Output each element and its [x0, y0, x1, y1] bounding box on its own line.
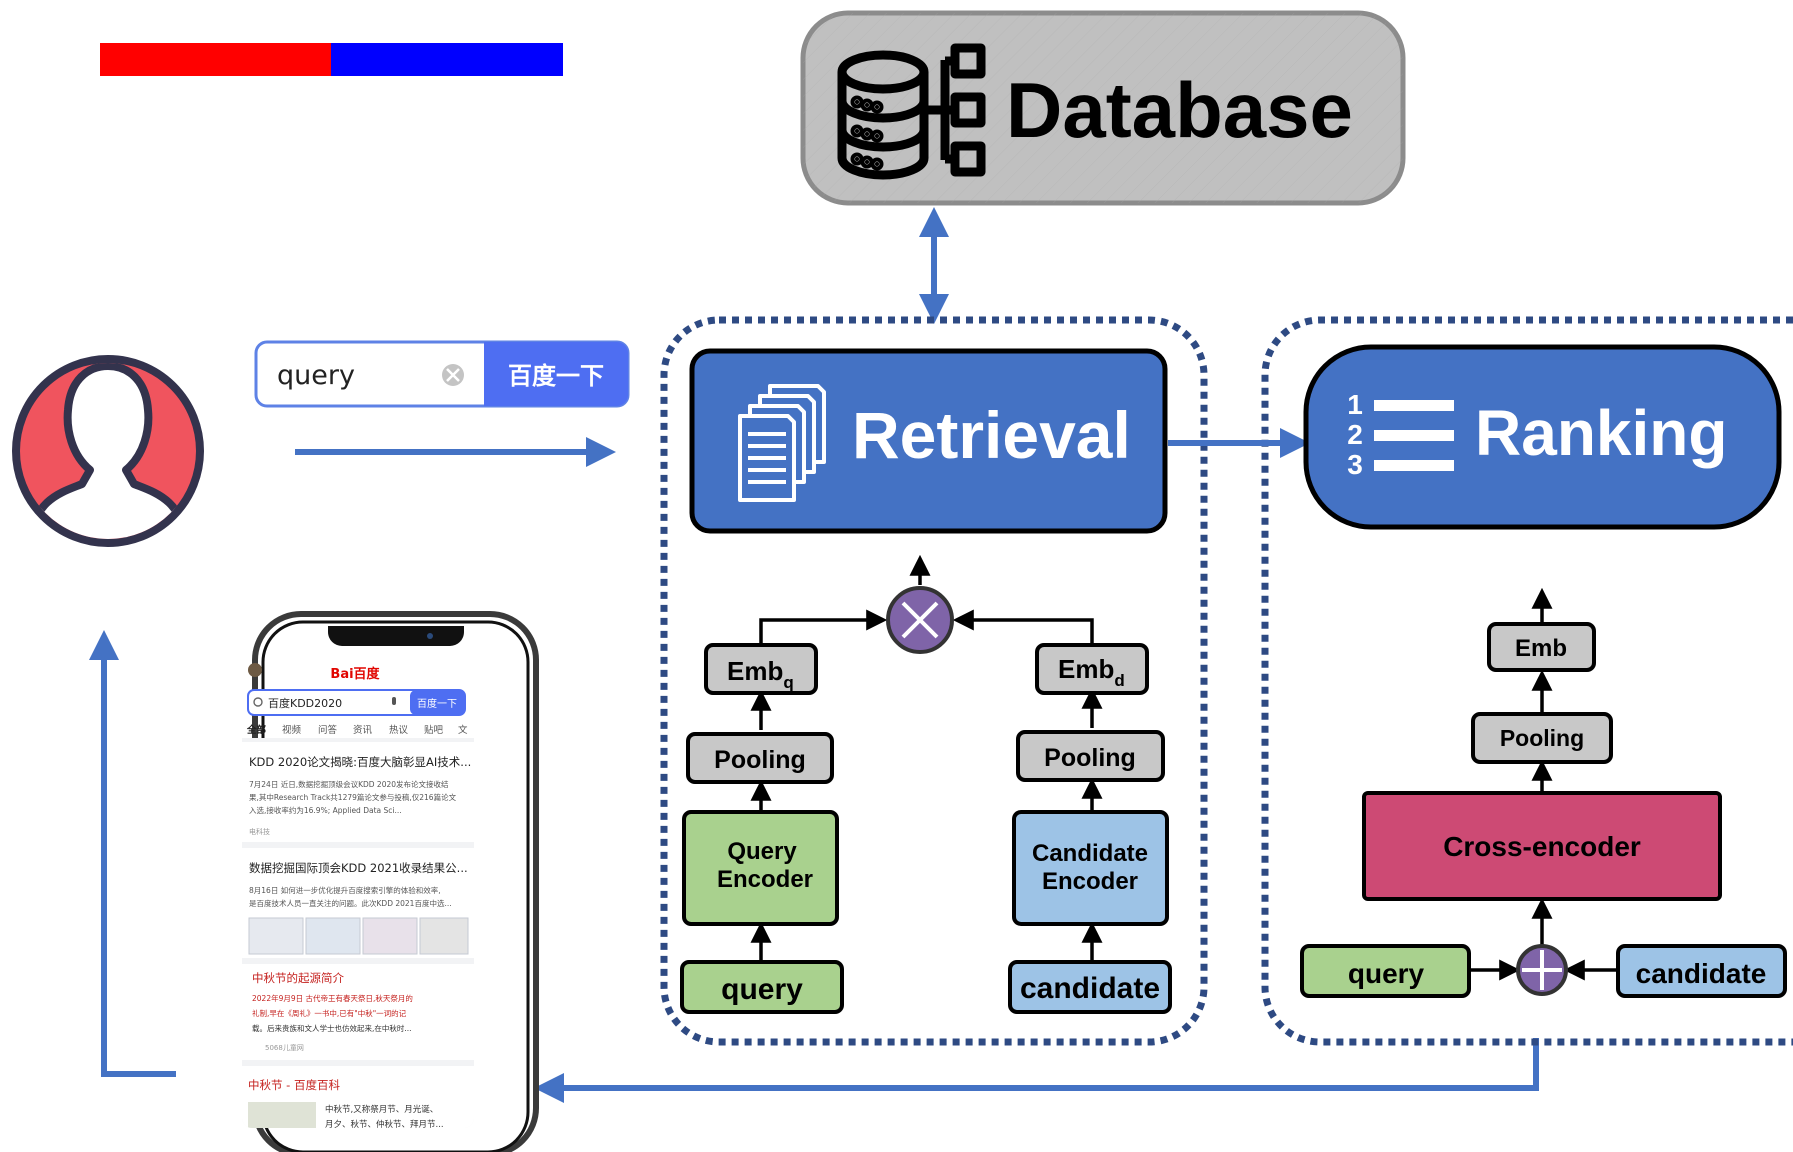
emb-d-label: Embd [1058, 654, 1125, 690]
database-node: Database [800, 10, 1406, 206]
result-snippet: 中秋节,又称祭月节、月光诞、 [325, 1104, 438, 1115]
ranking-candidate-input-label: candidate [1636, 958, 1767, 989]
pooling-right-box [1016, 730, 1165, 782]
result-snippet: 2022年9月9日 古代帝王有春天祭日,秋天祭月的 [252, 993, 413, 1003]
concat-operator [1516, 944, 1568, 996]
phone-tab-2[interactable]: 问答 [318, 724, 338, 736]
ranking-emb-box [1487, 622, 1596, 672]
phone-search-icon [253, 697, 263, 707]
color-bar [100, 43, 563, 76]
candidate-encoder-label-2: Encoder [1042, 868, 1138, 895]
retrieval-candidate-input-box [1008, 960, 1172, 1014]
ranking-title: Ranking [1475, 397, 1727, 469]
red-bar-segment [100, 43, 331, 76]
phone-tab-5[interactable]: 贴吧 [424, 724, 444, 736]
blue-bar-segment [331, 43, 563, 76]
candidate-encoder-label-1: Candidate [1032, 840, 1148, 867]
retrieval-candidate-input-label: candidate [1020, 972, 1160, 1005]
rank-number-3: 3 [1347, 449, 1363, 480]
user-avatar [12, 355, 204, 547]
retrieval-query-input-label: query [721, 973, 803, 1006]
query-encoder-label-2: Encoder [717, 866, 813, 893]
ranking-node: 1 2 3 Ranking [1303, 344, 1782, 530]
ranking-group [1261, 316, 1793, 1046]
documents-icon [738, 384, 826, 502]
cross-encoder-label: Cross-encoder [1443, 831, 1641, 862]
result-card[interactable]: 中秋节 - 百度百科 中秋节,又称祭月节、月光诞、 月夕、秋节、仲秋节、拜月节.… [242, 1066, 474, 1136]
ranking-internals: Emb Pooling Cross-encoder query candidat… [1300, 587, 1787, 998]
phone-mockup: Bai百度 百度KDD2020 百度一下 全部 视频 问答 资讯 热议 贴吧 文… [242, 611, 539, 1152]
phone-tab-0[interactable]: 全部 [246, 724, 267, 736]
ranking-pooling-label: Pooling [1500, 725, 1584, 751]
result-snippet: 是百度技术人员一直关注的问题。此次KDD 2021百度中选... [249, 898, 452, 908]
result-snippet: 载。后来贵族和文人学士也仿效起来,在中秋时... [252, 1023, 412, 1033]
phone-tab-6[interactable]: 文 [458, 724, 468, 736]
rank-number-1: 1 [1347, 389, 1363, 420]
phone-tab-1[interactable]: 视频 [282, 724, 302, 736]
retrieval-group [660, 316, 1208, 1046]
database-icon [837, 43, 986, 180]
search-button[interactable] [484, 342, 628, 406]
rank-number-2: 2 [1347, 419, 1363, 450]
pooling-left-box [686, 732, 834, 784]
result-snippet: 7月24日 近日,数据挖掘顶级会议KDD 2020发布论文接收结 [249, 779, 449, 789]
ranked-list-icon: 1 2 3 [1347, 389, 1454, 480]
ranking-candidate-input-box [1616, 944, 1787, 998]
phone-search-input[interactable]: 百度KDD2020 [268, 696, 342, 710]
profile-icon[interactable] [248, 663, 262, 677]
query-encoder-box [682, 810, 839, 926]
result-thumbnail [248, 1102, 316, 1128]
clear-icon[interactable] [442, 364, 464, 386]
ranking-pooling-box [1471, 712, 1613, 764]
ranking-to-phone-arrow [534, 1038, 1539, 1103]
pooling-right-label: Pooling [1044, 744, 1136, 772]
retrieval-title: Retrieval [852, 398, 1131, 472]
result-snippet: 8月16日 如何进一步优化提升百度搜索引擎的体验和效率, [249, 885, 441, 895]
search-input[interactable]: query [277, 360, 355, 391]
database-label: Database [1006, 66, 1353, 154]
results-to-user-arrow [89, 630, 176, 1077]
result-title[interactable]: 中秋节的起源简介 [252, 971, 344, 985]
phone-tab-3[interactable]: 资讯 [353, 725, 373, 736]
result-thumbnails [248, 917, 469, 955]
phone-notch [328, 626, 464, 646]
result-snippet: 礼制,早在《周礼》一书中,已有"中秋"一词的记 [252, 1008, 407, 1018]
mic-icon[interactable] [392, 697, 396, 705]
result-card[interactable]: KDD 2020论文揭晓:百度大脑彰显AI技术... 7月24日 近日,数据挖掘… [242, 742, 474, 842]
ranking-emb-label: Emb [1515, 635, 1567, 662]
phone-tab-4[interactable]: 热议 [389, 724, 409, 736]
result-title[interactable]: 中秋节 - 百度百科 [248, 1078, 340, 1092]
ranking-query-input-label: query [1348, 958, 1425, 989]
retrieval-node: Retrieval [689, 348, 1168, 534]
cross-encoder-box [1362, 791, 1722, 901]
emb-q-label: Embq [727, 656, 794, 692]
retrieval-internals: Embq Embd Pooling Pooling Query Encoder … [680, 554, 1172, 1014]
search-button-label: 百度一下 [508, 362, 604, 390]
result-title[interactable]: 数据挖掘国际顶会KDD 2021收录结果公... [249, 861, 468, 875]
result-card[interactable]: 数据挖掘国际顶会KDD 2021收录结果公... 8月16日 如何进一步优化提升… [242, 848, 474, 958]
emb-d-box [1035, 643, 1149, 695]
ranking-query-input-box [1300, 944, 1471, 998]
baidu-logo: Bai百度 [330, 666, 380, 682]
result-title[interactable]: KDD 2020论文揭晓:百度大脑彰显AI技术... [249, 755, 471, 769]
retrieval-query-input-box [680, 960, 844, 1014]
result-snippet: 果,其中Research Track共1279篇论文参与投稿,仅216篇论文 [249, 792, 457, 802]
result-card[interactable]: 中秋节的起源简介 2022年9月9日 古代帝王有春天祭日,秋天祭月的 礼制,早在… [242, 964, 474, 1060]
result-snippet: 入选,接收率约为16.9%; Applied Data Sci... [249, 805, 402, 815]
search-bar: query 百度一下 [254, 340, 630, 408]
result-snippet: 月夕、秋节、仲秋节、拜月节... [325, 1119, 444, 1130]
phone-search-button[interactable]: 百度一下 [417, 697, 457, 710]
query-encoder-label-1: Query [727, 838, 797, 865]
candidate-encoder-box [1012, 810, 1169, 926]
result-source: 5068儿童网 [265, 1043, 304, 1052]
emb-q-box [704, 643, 818, 695]
result-source: 电科技 [249, 827, 270, 836]
pooling-left-label: Pooling [714, 746, 806, 774]
multiply-operator [886, 586, 954, 654]
